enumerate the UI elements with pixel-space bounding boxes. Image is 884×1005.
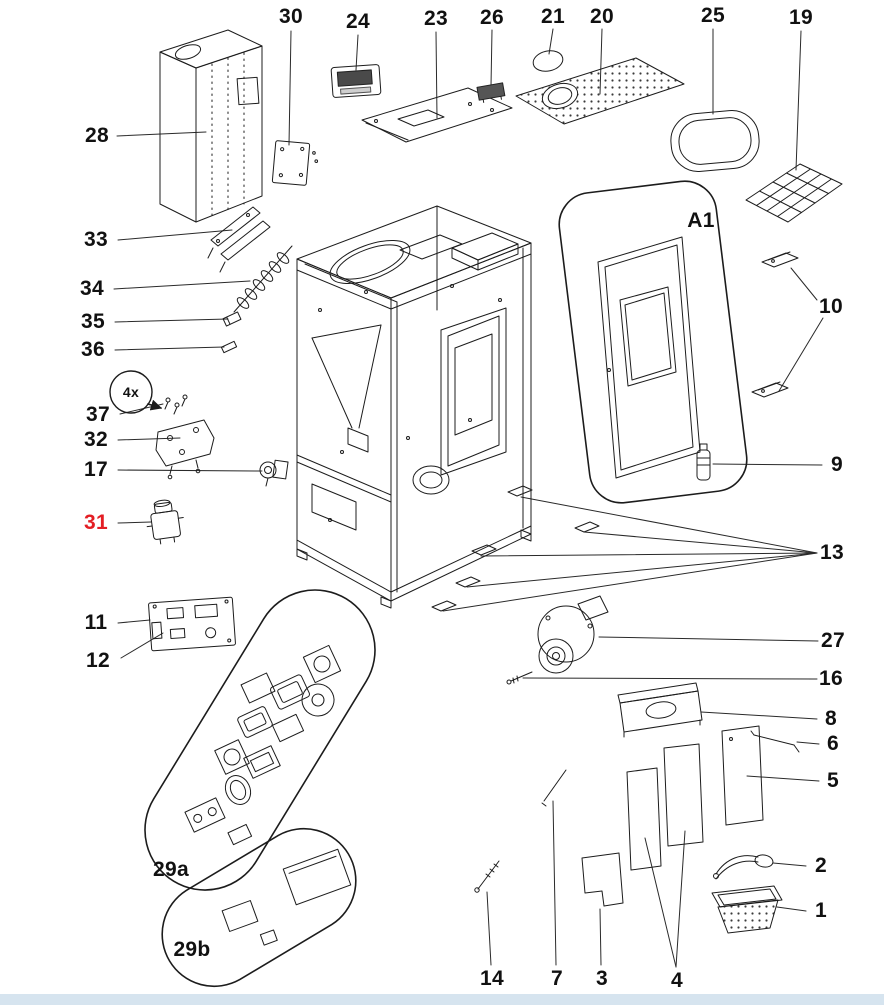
panels-4-drawing bbox=[626, 743, 704, 871]
igniter-drawing bbox=[696, 443, 711, 481]
part-36-drawing bbox=[220, 340, 238, 354]
screw-14-drawing bbox=[474, 860, 500, 893]
burner-holder-drawing bbox=[617, 682, 703, 738]
part-label-37: 37 bbox=[86, 403, 110, 426]
part-label-2: 2 bbox=[815, 854, 827, 877]
part-label-6: 6 bbox=[827, 732, 839, 755]
control-panel-drawing bbox=[330, 64, 382, 98]
door-assembly-a1-drawing bbox=[558, 180, 748, 504]
exhaust-blower-drawing bbox=[537, 595, 609, 674]
part-label-17: 17 bbox=[84, 458, 108, 481]
auger-spring-drawing bbox=[233, 245, 293, 313]
burn-pot-drawing bbox=[711, 885, 783, 934]
part-label-29b: 29b bbox=[173, 938, 211, 961]
gear-motor-drawing bbox=[259, 459, 289, 487]
part-label-11: 11 bbox=[84, 611, 108, 634]
screw-16-drawing bbox=[506, 671, 533, 685]
gasket-kit-29a-drawing bbox=[144, 589, 376, 891]
part-label-a1: A1 bbox=[687, 209, 715, 232]
part-label-29a: 29a bbox=[153, 858, 189, 881]
part-label-33: 33 bbox=[84, 228, 108, 251]
part-label-24: 24 bbox=[346, 10, 370, 33]
small-ring-drawing bbox=[532, 50, 564, 72]
part-label-30: 30 bbox=[279, 5, 303, 28]
part-label-25: 25 bbox=[701, 4, 725, 27]
screws-37-drawing bbox=[164, 394, 188, 415]
panel-3-drawing bbox=[581, 852, 624, 907]
rod-6-drawing bbox=[750, 730, 800, 753]
part-label-9: 9 bbox=[831, 453, 843, 476]
panel-5-drawing bbox=[721, 725, 764, 826]
pin-7-drawing bbox=[541, 769, 567, 807]
part-label-31: 31 bbox=[84, 511, 108, 534]
part-label-23: 23 bbox=[424, 7, 448, 30]
pump-31-drawing bbox=[146, 499, 184, 545]
stove-body-drawing bbox=[296, 205, 532, 609]
part-label-20: 20 bbox=[590, 5, 614, 28]
brackets-33-drawing bbox=[207, 206, 271, 273]
part-label-32: 32 bbox=[84, 428, 108, 451]
door-gasket-drawing bbox=[670, 110, 760, 172]
leader-lines bbox=[113, 28, 824, 968]
part-label-16: 16 bbox=[819, 667, 843, 690]
latch-brackets-drawing bbox=[751, 251, 799, 398]
part-label-27: 27 bbox=[821, 629, 845, 652]
grid-grate-drawing bbox=[745, 163, 843, 223]
quantity-callout-drawing bbox=[109, 370, 163, 414]
part-label-13: 13 bbox=[820, 541, 844, 564]
part-label-14: 14 bbox=[480, 967, 504, 990]
part-label-28: 28 bbox=[85, 124, 109, 147]
part-35-drawing bbox=[222, 311, 242, 327]
part-label-7: 7 bbox=[551, 967, 563, 990]
footer-bar bbox=[0, 994, 884, 1005]
part-label-8: 8 bbox=[825, 707, 837, 730]
circuit-board-drawing bbox=[148, 596, 236, 652]
mounting-plate-drawing bbox=[271, 140, 319, 186]
part-label-21: 21 bbox=[541, 5, 565, 28]
bracket-26-drawing bbox=[476, 82, 506, 103]
panel-kit-29b-drawing bbox=[161, 827, 357, 988]
part-label-3: 3 bbox=[596, 967, 608, 990]
part-label-1: 1 bbox=[815, 899, 827, 922]
part-label-19: 19 bbox=[789, 6, 813, 29]
part-label-34: 34 bbox=[80, 277, 104, 300]
hopper-tank-drawing bbox=[159, 29, 263, 223]
part-label-5: 5 bbox=[827, 769, 839, 792]
part-label-12: 12 bbox=[86, 649, 110, 672]
quantity-label-4x: 4x bbox=[122, 384, 140, 400]
part-label-10: 10 bbox=[819, 295, 843, 318]
part-label-35: 35 bbox=[81, 310, 105, 333]
handle-tool-drawing bbox=[713, 854, 774, 880]
part-label-4: 4 bbox=[671, 969, 683, 992]
part-label-26: 26 bbox=[480, 6, 504, 29]
part-label-36: 36 bbox=[81, 338, 105, 361]
top-plate-drawing bbox=[361, 87, 513, 143]
perforated-plate-drawing bbox=[515, 57, 685, 125]
clips-drawing bbox=[431, 485, 600, 612]
bracket-32-drawing bbox=[155, 419, 215, 480]
